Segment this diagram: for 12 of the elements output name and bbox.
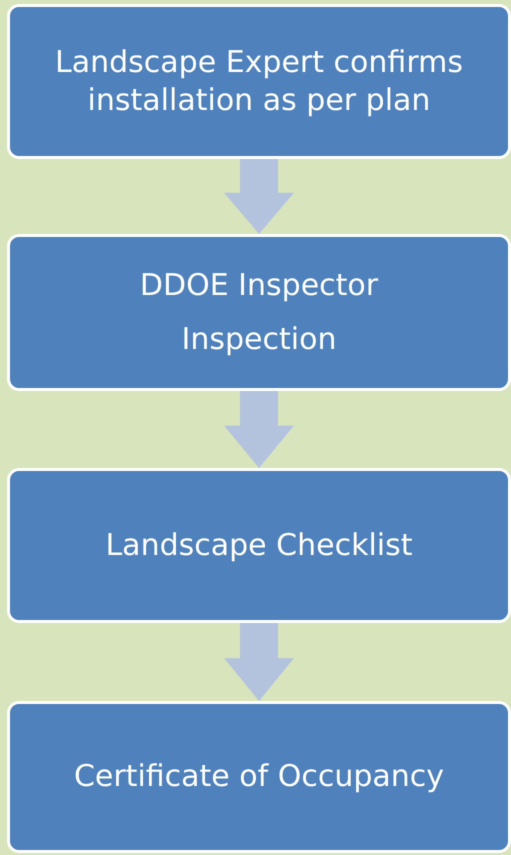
step-text: DDOE Inspector — [140, 270, 378, 300]
step-text: Certificate of Occupancy — [74, 758, 444, 796]
process-box — [7, 4, 511, 159]
block-arrow — [224, 159, 294, 234]
process-box — [7, 234, 511, 391]
process-box — [7, 701, 511, 853]
step-text: Landscape Expert confirms installation as per plan — [54, 44, 464, 119]
step-text: Inspection — [182, 324, 336, 354]
block-arrow — [224, 623, 294, 701]
step-text: Landscape Checklist — [105, 526, 413, 564]
block-arrow — [224, 391, 294, 468]
process-box — [7, 468, 511, 623]
